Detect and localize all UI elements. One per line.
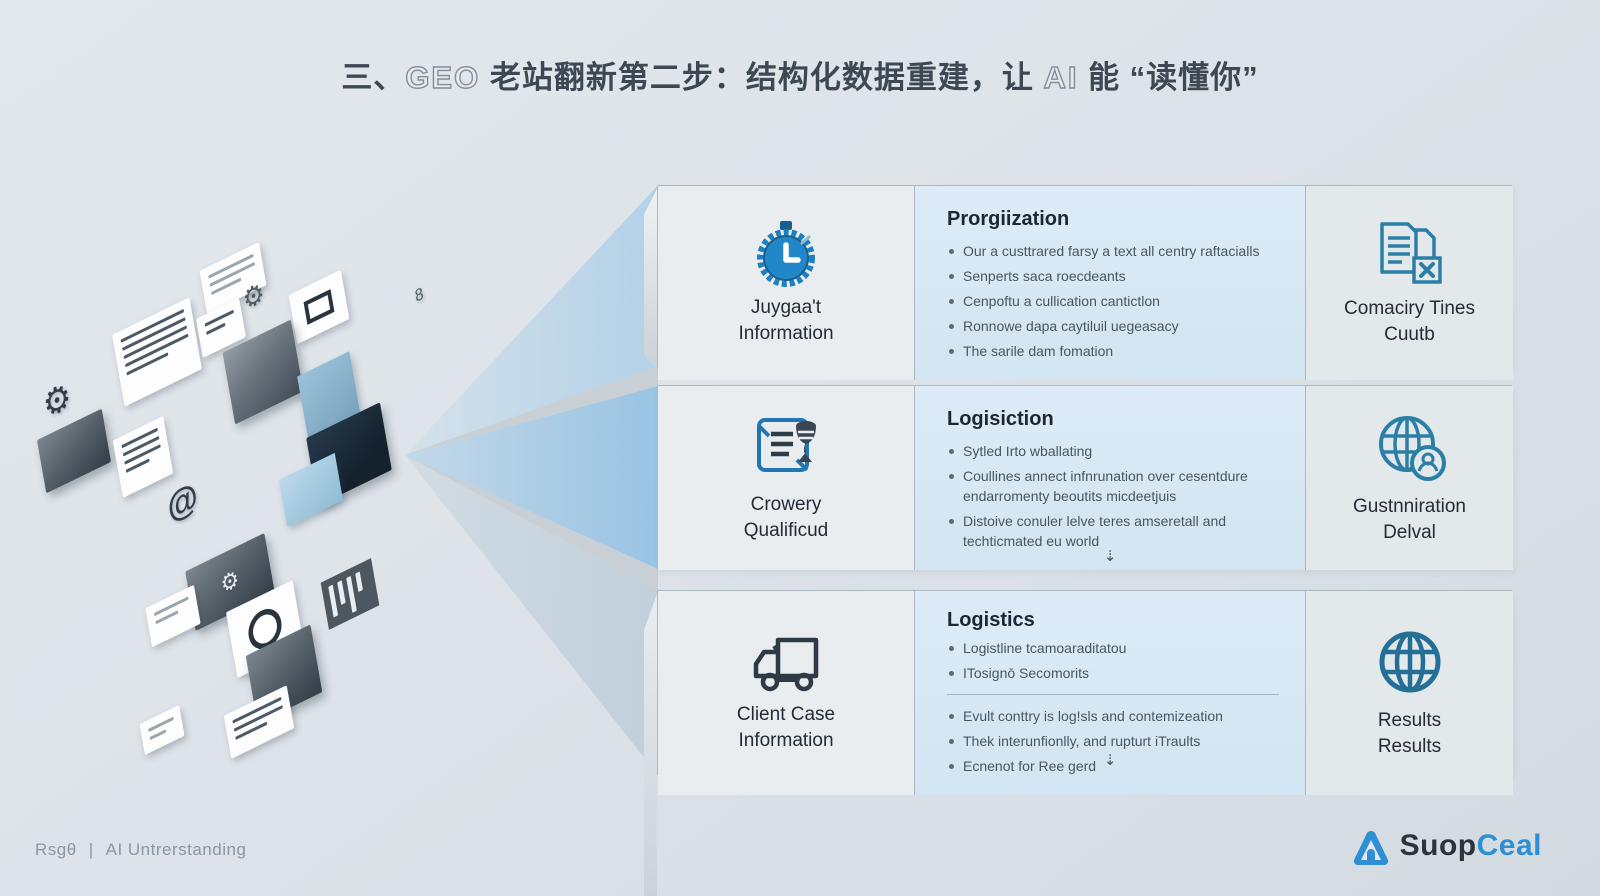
iso-document: [139, 704, 185, 756]
row1-right-cell: Comaciry Tines Cuutb: [1306, 186, 1513, 381]
title-geo-outline: GEO: [405, 59, 481, 95]
title-suffix: 能 “读懂你”: [1078, 60, 1259, 95]
row3-right-label: Results Results: [1378, 708, 1441, 760]
brand-name-part1: Suop: [1399, 829, 1477, 862]
document-x-icon: [1379, 222, 1442, 284]
row1-right-label-line1: Comaciry Tines: [1344, 297, 1475, 319]
row3-left-cell: Client Case Information: [658, 591, 914, 796]
card-stack: Juygaa't Information Prorgiization Our a…: [657, 185, 1513, 796]
card-row-3: Client Case Information Logistics Logist…: [657, 590, 1513, 796]
card-row-1: Juygaa't Information Prorgiization Our a…: [657, 185, 1513, 381]
iso-gear-icon: ⚙: [218, 564, 242, 599]
footer-left-text: Rsgθ: [35, 840, 77, 859]
row3-bullet-list-top: Logistline tcamoaraditatou ITosignō Seco…: [947, 639, 1279, 684]
title-ai-outline: AI: [1043, 59, 1079, 95]
bullet-item: Cenpoftu a cullication cantictlon: [947, 292, 1279, 312]
brand-name: SuopCeal: [1400, 829, 1542, 863]
certificate-icon: [757, 417, 816, 472]
row1-bullet-list: Our a custtrared farsy a text all centry…: [947, 242, 1279, 361]
stopwatch-icon: [757, 220, 815, 287]
row3-right-cell: Results Results: [1306, 591, 1513, 796]
row3-middle-cell: Logistics Logistline tcamoaraditatou ITo…: [914, 591, 1306, 796]
row2-right-cell: Gustnniration Delval: [1306, 386, 1513, 571]
home-logo-icon: [1353, 831, 1388, 866]
row2-right-label-line1: Gustnniration: [1352, 495, 1466, 517]
bullet-item: The sarile dam fomation: [947, 342, 1279, 362]
down-arrow-icon: ⇣: [1103, 548, 1117, 565]
row2-title: Logisiction: [947, 408, 1054, 430]
bullet-item: Thek interunfionlly, and rupturt iTrault…: [947, 732, 1279, 752]
iso-eight-glyph: 8: [413, 284, 425, 307]
iso-document: [112, 297, 202, 407]
footer-caption: Rsgθ | AI Untrerstanding: [35, 840, 246, 860]
row3-left-label: Client Case Information: [737, 702, 835, 754]
bullet-item: Distoive conuler lelve teres amseretall …: [947, 512, 1279, 552]
iso-panel: [278, 452, 344, 528]
iso-document: [145, 584, 201, 648]
title-mid: 老站翻新第二步：结构化数据重建，让: [480, 60, 1044, 95]
bullet-item: Our a custtrared farsy a text all centry…: [947, 242, 1279, 262]
row2-bullet-list: Sytled Irto wballating Coullines annect …: [947, 442, 1279, 551]
row2-middle-cell: Logisiction Sytled Irto wballating Coull…: [914, 386, 1306, 571]
row2-right-label-line2: Delval: [1383, 522, 1436, 544]
iso-at-icon: @: [164, 475, 201, 529]
footer-divider: |: [88, 840, 94, 859]
page-title: 三、GEO 老站翻新第二步：结构化数据重建，让 AI 能 “读懂你”: [0, 52, 1600, 97]
row1-left-label: Juygaa't Information: [738, 295, 833, 347]
down-arrow-icon: ⇣: [1103, 752, 1117, 769]
row1-right-label-line2: Cuutb: [1384, 324, 1435, 346]
row3-bullet-list-bottom: Evult conttry is log!sls and contemizeat…: [947, 707, 1279, 777]
footer-right-text: AI Untrerstanding: [105, 840, 247, 859]
title-prefix: 三、: [341, 60, 406, 95]
row3-title: Logistics: [947, 609, 1035, 631]
row2-right-label: Gustnniration Delval: [1353, 494, 1466, 546]
brand-logo: SuopCeal: [1350, 826, 1542, 866]
bullet-item: Coullines annect infnrunation over cesen…: [947, 467, 1279, 507]
globe-icon: [1379, 631, 1440, 693]
row3-right-label-line1: Results: [1377, 709, 1442, 731]
truck-icon: [753, 637, 819, 692]
iso-card-frame: [288, 269, 350, 345]
row2-left-label: Crowery Qualificud: [744, 492, 829, 544]
row3-left-label-line1: Client Case: [736, 703, 836, 725]
iso-document: [112, 416, 174, 498]
iso-frame-icon: [303, 289, 335, 325]
row3-left-label-line2: Information: [738, 730, 834, 752]
row2-left-label-line1: Crowery: [750, 493, 822, 515]
row1-right-label: Comaciry Tines Cuutb: [1344, 296, 1475, 348]
row1-left-label-line2: Information: [738, 323, 834, 345]
row1-title: Prorgiization: [947, 208, 1070, 230]
iso-chart-bars: [320, 558, 380, 630]
bullet-item: Evult conttry is log!sls and contemizeat…: [947, 707, 1279, 727]
bullet-item: Ecnenot for Ree gerd: [947, 757, 1279, 777]
bullet-group-divider: [947, 693, 1279, 695]
row1-middle-cell: Prorgiization Our a custtrared farsy a t…: [914, 186, 1306, 381]
brand-name-part2: Ceal: [1476, 829, 1542, 862]
bullet-item: Sytled Irto wballating: [947, 442, 1279, 462]
bullet-item: ITosignō Secomorits: [947, 664, 1279, 684]
row1-left-label-line1: Juygaa't: [750, 296, 822, 318]
row3-right-label-line2: Results: [1377, 736, 1442, 758]
card-row-2: Crowery Qualificud Logisiction Sytled Ir…: [657, 385, 1513, 571]
row2-left-label-line2: Qualificud: [743, 520, 829, 542]
globe-badge-icon: [1378, 415, 1446, 481]
bullet-item: Logistline tcamoaraditatou: [947, 639, 1279, 659]
row2-left-cell: Crowery Qualificud: [658, 386, 914, 571]
row1-left-cell: Juygaa't Information: [658, 186, 914, 381]
bullet-item: Senperts saca roecdeants: [947, 267, 1279, 287]
iso-gear-icon: ⚙: [40, 374, 75, 428]
bullet-item: Ronnowe dapa caytiluil uegeasacy: [947, 317, 1279, 337]
isometric-illustration: ⚙ 8 ⚙ @ ⚙: [10, 215, 600, 815]
